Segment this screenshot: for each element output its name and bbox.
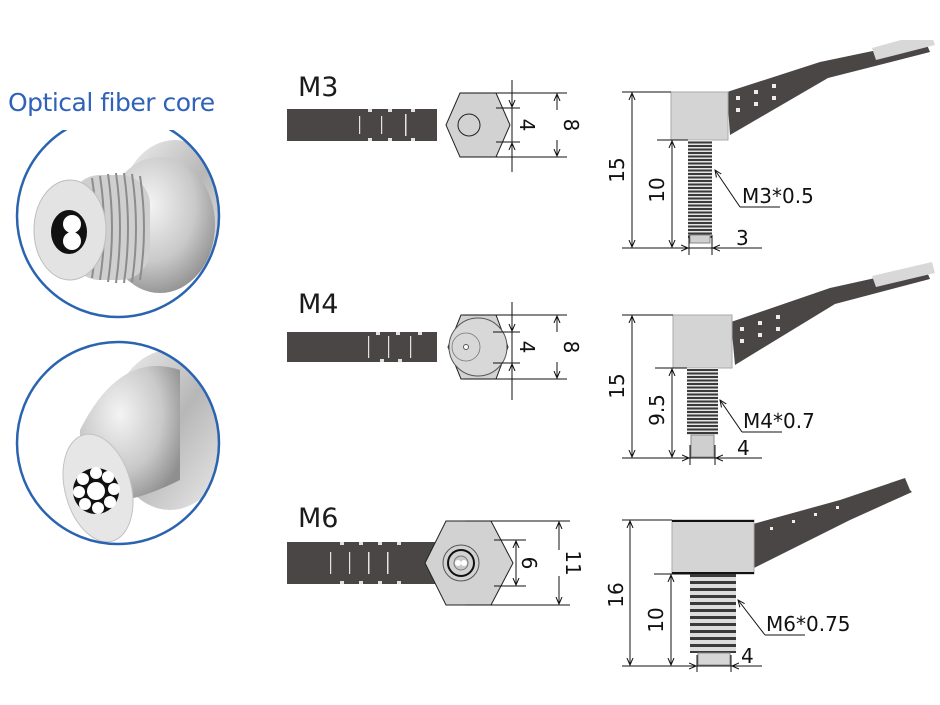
dim-tip-width: 4: [741, 644, 754, 668]
hex-nut: [445, 92, 511, 158]
thread-shank: [688, 140, 712, 238]
cable: [287, 109, 437, 141]
cable: [287, 332, 437, 362]
thread-spec: M3*0.5: [742, 184, 814, 208]
model-label-m3: M3: [298, 72, 339, 103]
side-view-m3: 15 10 M3*0.5 3: [605, 40, 935, 255]
dim-outer: 8: [559, 341, 583, 354]
dim-tip-width: 3: [736, 226, 749, 250]
fiber-core-insets: [15, 130, 221, 546]
side-views: 15 10 M3*0.5 3 15 9.5 M4*0.7 4: [604, 40, 935, 672]
fiber-hole: [457, 113, 481, 137]
dim-inner: 6: [517, 557, 541, 570]
hex-nut: [424, 520, 514, 606]
model-label-m6: M6: [298, 503, 339, 534]
nut-face: [448, 317, 508, 377]
sensor-block: [672, 314, 733, 369]
dim-thread-length: 9.5: [645, 394, 669, 426]
front-views: 4 8 4 8: [287, 80, 585, 606]
thread-spec: M6*0.75: [766, 612, 851, 636]
fiber-bundle-icon: [73, 467, 120, 514]
front-view-m6: 6 11: [287, 520, 585, 606]
side-view-m6: 16 10 M6*0.75 4: [604, 478, 912, 672]
thread-spec: M4*0.7: [743, 409, 815, 433]
sensor-block: [670, 91, 729, 141]
cable: [742, 478, 912, 570]
dual-core-icon: [51, 210, 87, 254]
dual-core-fiber-inset: [15, 130, 221, 319]
front-view-m4: 4 8: [287, 302, 583, 400]
dim-thread-length: 10: [644, 607, 668, 632]
dim-thread-length: 10: [645, 177, 669, 202]
dim-outer: 8: [559, 119, 583, 132]
cable: [727, 40, 930, 135]
dim-inner: 4: [515, 341, 539, 354]
thread-shank: [687, 368, 718, 435]
dim-outer: 11: [561, 550, 585, 575]
thread-shank: [690, 574, 736, 653]
model-label-m4: M4: [298, 289, 339, 320]
dim-total-height: 16: [604, 582, 628, 607]
inset-circle-border: [15, 130, 221, 319]
dim-inner: 4: [515, 119, 539, 132]
cable: [731, 267, 930, 365]
sensor-block: [671, 519, 755, 575]
dim-total-height: 15: [605, 157, 629, 182]
bundle-fiber-inset: [15, 340, 221, 546]
dim-total-height: 15: [605, 373, 629, 398]
dim-tip-width: 4: [737, 436, 750, 460]
optical-fiber-core-title: Optical fiber core: [8, 88, 215, 117]
cable: [287, 542, 435, 584]
side-view-m4: 15 9.5 M4*0.7 4: [605, 262, 935, 465]
front-view-m3: 4 8: [287, 80, 583, 172]
inset-circle-border: [15, 340, 221, 546]
